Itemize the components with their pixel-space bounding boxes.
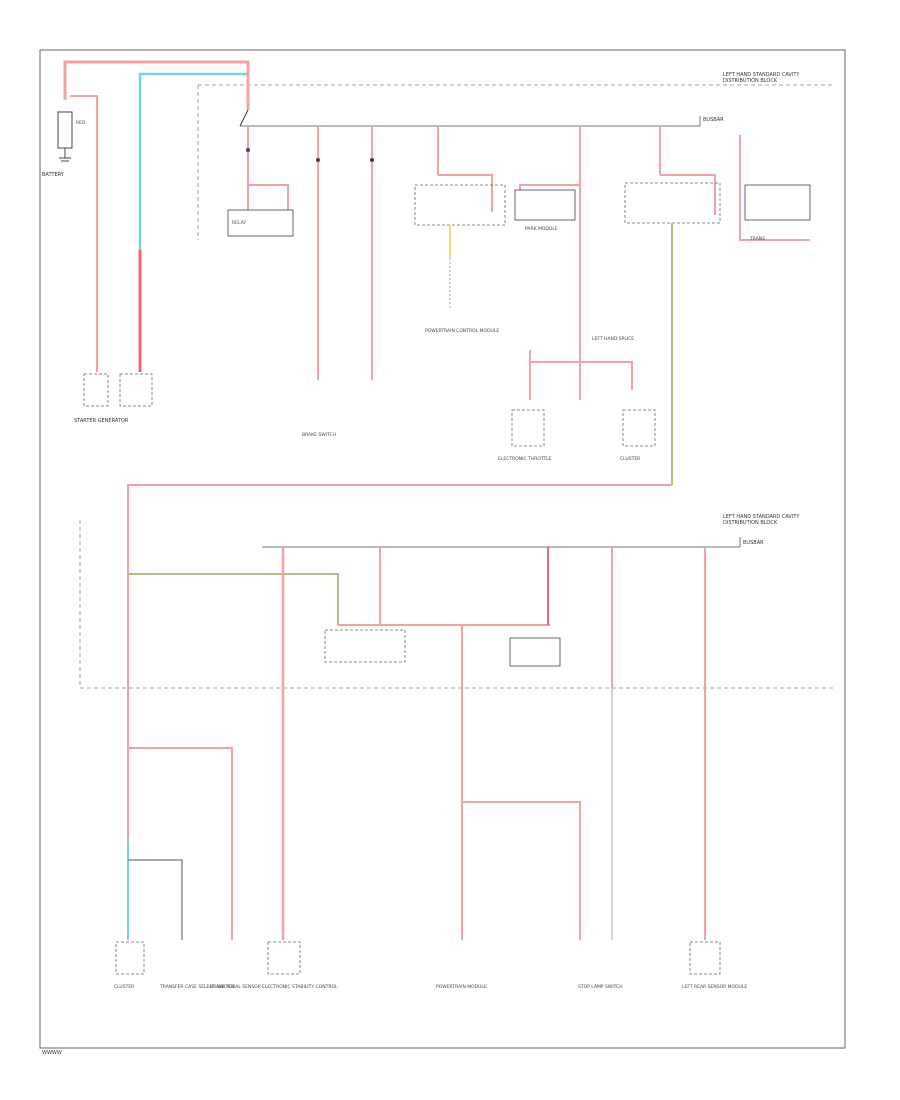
- upper-busbar: BUSBAR: [240, 116, 724, 127]
- upper-distribution-block: LEFT HAND STANDARD CAVITY DISTRIBUTION B…: [197, 72, 835, 240]
- page-id: WWWW: [42, 1050, 62, 1056]
- lower-busbar: BUSBAR: [262, 537, 764, 548]
- fuse-branch-2: BRAKE SWITCH: [302, 126, 336, 438]
- starter-generator: STARTER GENERATOR: [74, 373, 153, 424]
- fuse-branch-4: POWERTRAIN CONTROL MODULE: [414, 126, 506, 334]
- lower-branch-ecm: ELECTRONIC STABILITY CONTROL: [262, 547, 338, 990]
- starter-generator-label: STARTER GENERATOR: [74, 418, 129, 424]
- lower-block-title-2: DISTRIBUTION BLOCK: [723, 520, 778, 526]
- brake-switch-label: BRAKE SWITCH: [302, 432, 336, 438]
- upper-cluster-label: CLUSTER: [620, 456, 640, 462]
- stop-lamp-label: STOP LAMP SWITCH: [578, 984, 623, 990]
- lower-distribution-block: LEFT HAND STANDARD CAVITY DISTRIBUTION B…: [79, 514, 835, 689]
- fuse-branch-3: [370, 126, 374, 380]
- olive-cross-run: [128, 573, 339, 625]
- fuse-branch-7: TRANS: [739, 135, 811, 242]
- powertrain-module-label: POWERTRAIN MODULE: [436, 984, 487, 990]
- upper-block-title-1: LEFT HAND STANDARD CAVITY: [723, 72, 800, 78]
- lower-branch-stop-lamp: STOP LAMP SWITCH: [578, 547, 623, 990]
- battery-label: BATTERY: [42, 172, 65, 178]
- park-module-label: PARK MODULE: [525, 226, 558, 232]
- left-hand-splice-label: LEFT HAND SPLICE: [592, 336, 634, 342]
- pcm-label: POWERTRAIN CONTROL MODULE: [425, 328, 499, 334]
- trans-label: TRANS: [749, 236, 765, 242]
- diagram-frame: [39, 49, 846, 1049]
- upper-connectors: ELECTRONIC THROTTLE CLUSTER: [498, 409, 656, 462]
- brake-pedal-sensor-label: BRAKE PEDAL SENSOR: [210, 984, 261, 990]
- upper-block-title-2: DISTRIBUTION BLOCK: [723, 78, 778, 84]
- battery: RED BATTERY: [42, 111, 86, 178]
- left-rear-sensor-label: LEFT REAR SENSOR MODULE: [682, 984, 747, 990]
- lower-block-title-1: LEFT HAND STANDARD CAVITY: [723, 514, 800, 520]
- fuse-branch-6: [624, 126, 721, 485]
- electronic-throttle-label: ELECTRONIC THROTTLE: [498, 456, 552, 462]
- lower-relays: POWERTRAIN MODULE: [324, 547, 581, 990]
- upper-busbar-label: BUSBAR: [703, 117, 724, 123]
- fuse-branch-1: RELAY: [227, 126, 294, 237]
- fuse-branch-5: PARK MODULE LEFT HAND SPLICE: [514, 126, 634, 400]
- lower-left-column: CLUSTER TRANSFER CASE SELECT SWITCH BRAK…: [114, 700, 261, 990]
- lower-busbar-label: BUSBAR: [743, 540, 764, 546]
- lower-cluster-label: CLUSTER: [114, 984, 134, 990]
- lower-feed: [127, 484, 672, 700]
- transfer-case-switch-label: TRANSFER CASE SELECT SWITCH: [159, 984, 234, 990]
- ecm-label: ELECTRONIC STABILITY CONTROL: [262, 984, 338, 990]
- svg-text:RED: RED: [76, 120, 86, 126]
- svg-text:RELAY: RELAY: [232, 220, 246, 226]
- lower-branch-left-rear: LEFT REAR SENSOR MODULE: [682, 547, 747, 990]
- battery-feed: [63, 60, 250, 372]
